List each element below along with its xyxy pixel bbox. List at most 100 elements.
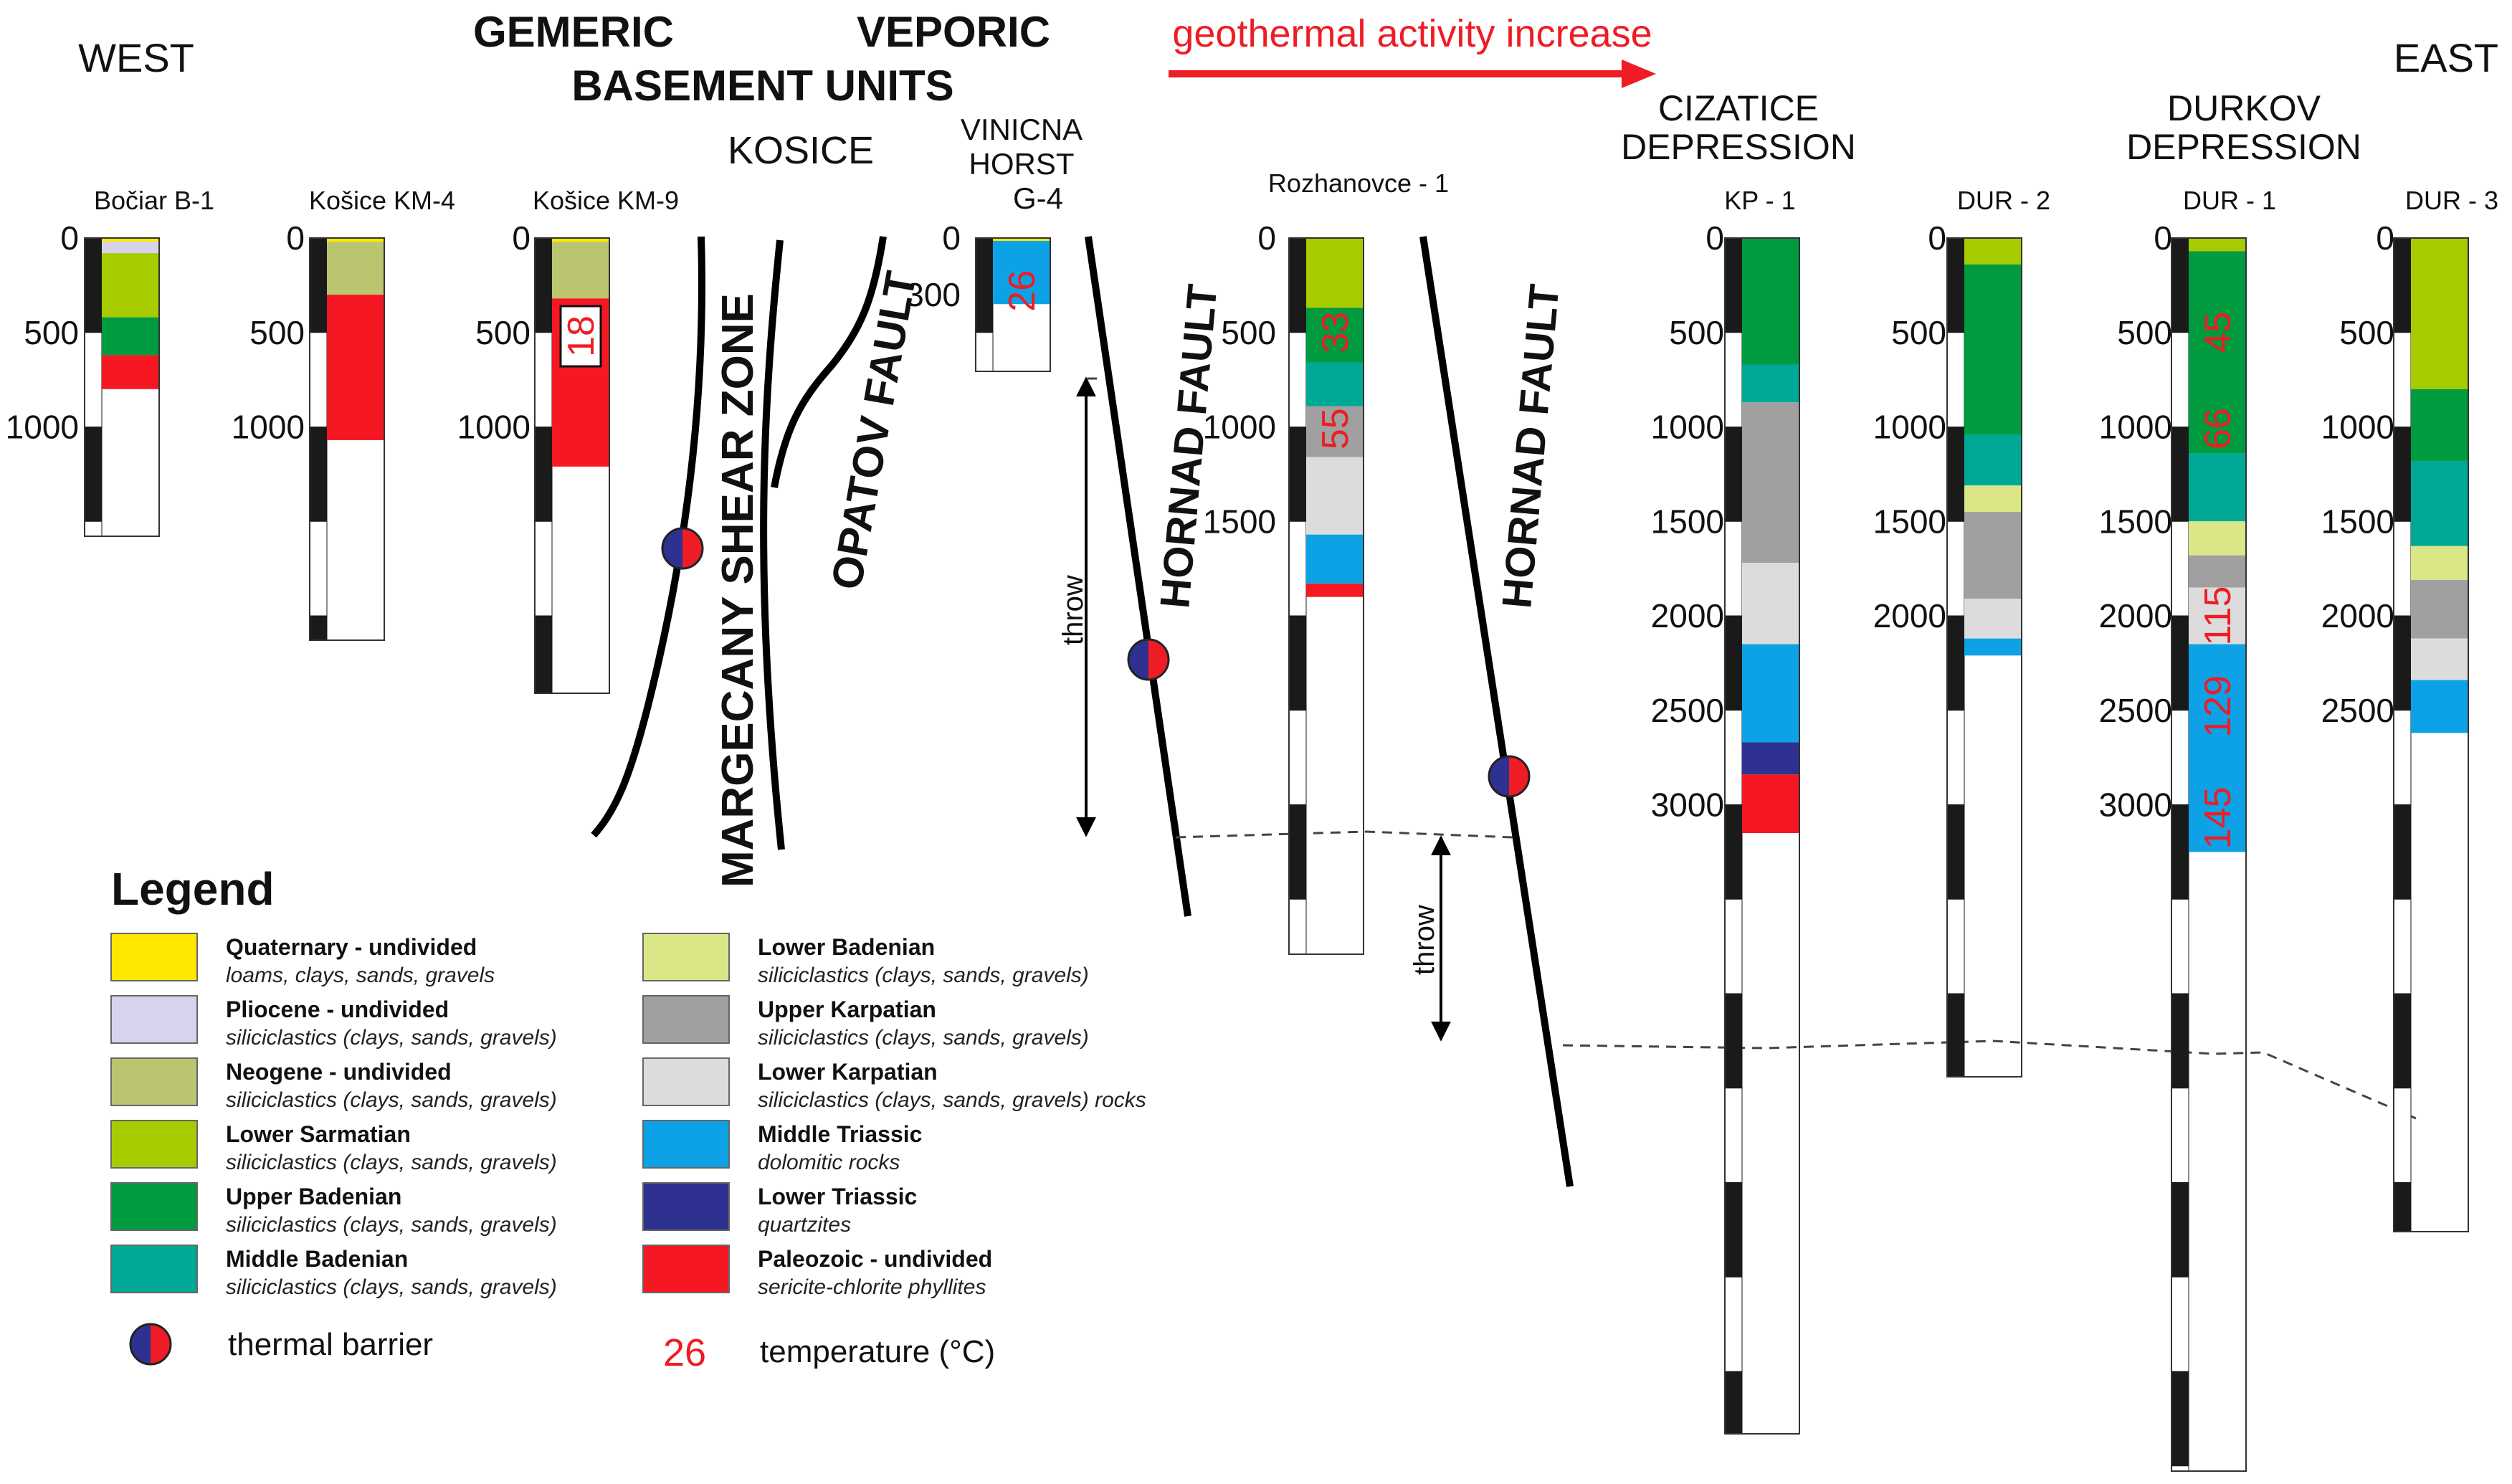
legend-item-name: Lower Karpatian — [758, 1059, 938, 1085]
depth-scale-segment — [1946, 804, 1965, 900]
temperature-label: 33 — [1315, 312, 1356, 353]
basement-units-title: BASEMENT UNITS — [571, 62, 953, 110]
depth-scale-segment — [2171, 520, 2189, 617]
depth-tick-label: 2500 — [2099, 692, 2172, 729]
well-outline — [534, 237, 610, 694]
depth-tick-label: 0 — [1705, 219, 1724, 257]
depth-scale-segment — [1724, 993, 1743, 1089]
svg-text:18: 18 — [561, 315, 602, 357]
layer-lower-karpatian — [2189, 587, 2246, 645]
correlation-lines — [1088, 377, 2417, 1120]
layer-middle-triassic — [1964, 638, 2022, 656]
depth-scale-segment — [309, 237, 328, 333]
depth-scale-segment — [1288, 804, 1307, 900]
legend-swatch — [642, 1182, 730, 1231]
depth-scale-segment — [1288, 520, 1307, 617]
depth-tick-label: 3000 — [2099, 786, 2172, 824]
depth-scale-segment — [1288, 237, 1307, 333]
svg-text:33: 33 — [1315, 312, 1356, 353]
depth-scale-segment — [2393, 427, 2412, 522]
legend-item-desc: siliciclastics (clays, sands, gravels) — [226, 1213, 557, 1237]
depth-tick-label: 1000 — [1651, 409, 1724, 446]
vinicna-label-2: HORST — [969, 147, 1075, 181]
well-outline — [2171, 237, 2247, 1472]
depth-scale-segment — [975, 332, 994, 372]
legend-item-name: Upper Badenian — [226, 1184, 401, 1209]
depth-scale-segment — [84, 237, 103, 333]
layer-paleozoic — [1306, 584, 1364, 597]
depth-scale-segment — [1288, 427, 1307, 522]
depth-scale-segment — [1946, 993, 1965, 1078]
svg-text:26: 26 — [1002, 270, 1043, 312]
legend-swatch — [642, 1245, 730, 1293]
depth-scale-segment — [2171, 332, 2189, 427]
depth-scale-segment — [2171, 1276, 2189, 1372]
well-name: Košice KM-9 — [533, 186, 679, 215]
depth-tick-label: 2000 — [2099, 597, 2172, 634]
layer-middle-triassic — [1306, 534, 1364, 584]
legend-item-name: Lower Triassic — [758, 1184, 917, 1209]
depth-scale-segment — [309, 427, 328, 522]
depth-tick-label: 500 — [24, 314, 79, 351]
legend-item-desc: siliciclastics (clays, sands, gravels) — [758, 964, 1089, 987]
layer-upper-badenian — [102, 317, 159, 356]
layer-middle-triassic — [2189, 644, 2246, 852]
vinicna-label-3: G-4 — [1013, 181, 1063, 215]
depth-scale-segment — [534, 237, 553, 333]
legend-item-name: Middle Badenian — [226, 1246, 408, 1272]
depth-scale-segment — [1724, 520, 1743, 617]
legend-item-desc: sericite-chlorite phyllites — [758, 1275, 986, 1299]
svg-text:55: 55 — [1315, 408, 1356, 450]
depth-tick-label: 2000 — [2321, 597, 2394, 634]
svg-text:145: 145 — [2197, 787, 2239, 850]
hornad-fault-lines — [1085, 236, 1574, 1187]
depth-tick-label: 0 — [60, 219, 79, 257]
temperature-label: 66 — [2197, 408, 2239, 450]
hornad-label-2: HORNAD FAULT — [1493, 282, 1568, 610]
depth-tick-label: 2000 — [1651, 597, 1724, 634]
layer-lower-badenian — [1964, 485, 2022, 513]
depth-tick-label: 300 — [905, 276, 961, 313]
depth-scale-segment — [1724, 1276, 1743, 1372]
depth-tick-label: 1000 — [2321, 409, 2394, 446]
layer-quaternary — [327, 238, 384, 242]
depth-scale-segment — [2171, 993, 2189, 1089]
layer-paleozoic — [1742, 774, 1799, 834]
temperature-label: 55 — [1315, 408, 1356, 450]
depth-scale-segment — [2393, 993, 2412, 1089]
depth-scale-segment — [2393, 804, 2412, 900]
depth-tick-label: 1500 — [1203, 503, 1276, 540]
layer-quaternary — [993, 238, 1050, 241]
well-name: Bočiar B-1 — [94, 186, 214, 215]
depth-tick-label: 1000 — [1873, 409, 1946, 446]
well-outline — [975, 237, 1051, 372]
depth-tick-label: 0 — [1928, 219, 1946, 257]
layer-lower-sarmatian — [2189, 238, 2246, 252]
depth-tick-label: 2500 — [2321, 692, 2394, 729]
layer-middle-badenian — [2411, 460, 2468, 546]
layer-upper-karpatian — [1742, 402, 1799, 563]
layer-quaternary — [102, 238, 159, 242]
legend-swatch — [642, 1120, 730, 1169]
well-name: Košice KM-4 — [309, 186, 455, 215]
layer-lower-triassic — [1742, 742, 1799, 775]
layer-lower-badenian — [2189, 521, 2246, 556]
depth-scale-segment — [1724, 898, 1743, 994]
layer-upper-badenian — [2411, 389, 2468, 461]
svg-text:66: 66 — [2197, 408, 2239, 450]
depth-scale-segment — [2171, 1088, 2189, 1183]
layer-lower-karpatian — [1306, 457, 1364, 535]
depth-scale-segment — [534, 520, 553, 617]
legend-item-desc: quartzites — [758, 1213, 851, 1237]
legend-swatch — [110, 995, 198, 1044]
well-outline — [1946, 237, 2022, 1078]
depth-scale-segment — [1724, 237, 1743, 333]
hornad-label-1: HORNAD FAULT — [1151, 282, 1226, 610]
vinicna-label-1: VINICNA — [961, 113, 1083, 146]
layer-upper-karpatian — [2411, 579, 2468, 639]
depth-tick-label: 500 — [1669, 314, 1724, 351]
